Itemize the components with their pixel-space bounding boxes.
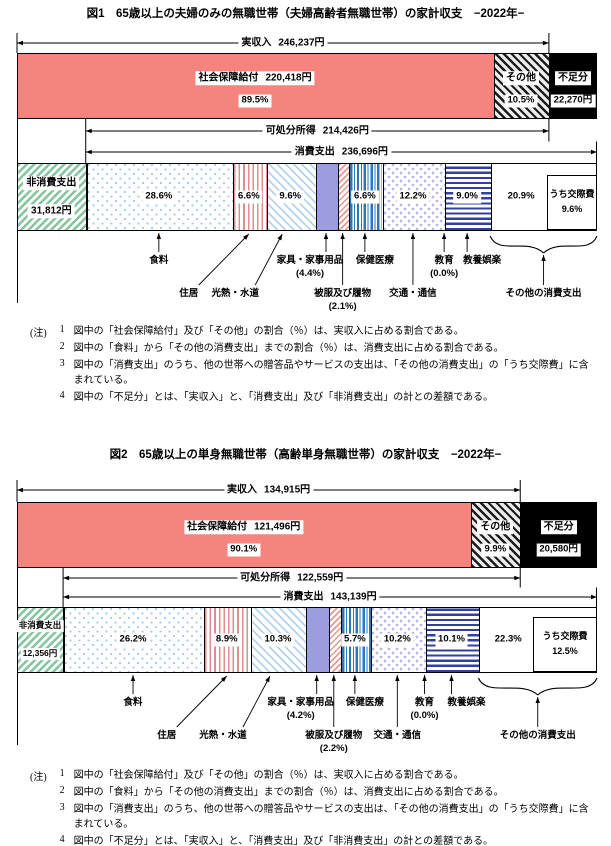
callout-other-consumption: その他の消費支出 (499, 730, 576, 741)
callout-medical: 保健医療 (345, 697, 384, 708)
segment-pct-housing: 6.6% (234, 190, 263, 204)
callout-clothing: 被服及び履物(2.1%) (314, 288, 372, 312)
callout-culture: 教養娯楽 (463, 255, 502, 266)
shortfall-value: 20,580円 (536, 543, 581, 557)
other-income-pct: 10.5% (504, 94, 538, 108)
segment-pct-culture: 9.0% (453, 190, 481, 204)
entertainment-expense-box: うち交際費 12.5% (533, 617, 597, 672)
callout-housing: 住居 (179, 288, 199, 299)
segment-clothing (328, 608, 341, 672)
callout-culture: 教養娯楽 (447, 697, 486, 708)
segment-pct-housing: 8.9% (212, 633, 241, 647)
shortfall-label: 不足分 (540, 520, 577, 534)
social-security-zone (18, 503, 472, 567)
segment-pct-utilities: 9.6% (276, 190, 305, 204)
non-consumption-zone (18, 608, 65, 672)
income-composition-bar (17, 53, 597, 119)
segment-pct-medical: 6.6% (351, 190, 379, 204)
segment-pct-medical: 5.7% (341, 633, 369, 647)
callout-utilities: 光熱・水道 (211, 288, 259, 299)
non-consumption-zone (18, 164, 87, 230)
other-income-label: その他 (502, 71, 539, 85)
callout-furniture: 家具・家事用品(4.4%) (276, 255, 344, 279)
brace-other-consumption (477, 677, 598, 696)
shortfall-zone (521, 503, 596, 567)
segment-pct-utilities: 10.3% (261, 633, 295, 647)
callout-furniture: 家具・家事用品(4.2%) (267, 697, 334, 721)
social-security-pct: 89.5% (238, 94, 272, 108)
figure-1: 図1 65歳以上の夫婦のみの無職世帯（夫婦高齢者無職世帯）の家計収支 −2022… (16, 8, 598, 407)
other-income-label: その他 (477, 520, 514, 534)
figure-2-title: 図2 65歳以上の単身無職世帯（高齢単身無職世帯）の家計収支 −2022年− (109, 449, 502, 461)
social-security-zone (18, 54, 495, 118)
other-income-pct: 9.9% (481, 543, 510, 557)
segment-pct-transport: 12.2% (396, 190, 430, 204)
shortfall-zone (549, 54, 596, 118)
segment-pct-transport: 10.2% (380, 633, 414, 647)
callout-utilities: 光熱・水道 (199, 730, 247, 741)
callout-transport: 交通・通信 (389, 288, 437, 299)
figure-2: 図2 65歳以上の単身無職世帯（高齢単身無職世帯）の家計収支 −2022年− 実… (0, 440, 611, 846)
segment-pct-food: 26.2% (116, 633, 150, 647)
callout-education: 教育(0.0%) (410, 697, 439, 721)
shortfall-label: 不足分 (554, 71, 591, 85)
non-consumption-value: 31,812円 (28, 204, 75, 218)
non-consumption-value: 12,356円 (20, 648, 60, 660)
expenditure-bar: うち交際費 9.6% (17, 163, 597, 231)
segment-clothing (338, 164, 349, 230)
non-consumption-label: 非消費支出 (23, 176, 80, 190)
income-composition-bar (17, 502, 597, 568)
segment-pct-other-consumption: 20.9% (504, 190, 538, 204)
callout-food: 食料 (149, 255, 169, 266)
shortfall-value: 22,270円 (550, 94, 596, 108)
segment-pct-other-consumption: 22.3% (491, 633, 525, 647)
callout-food: 食料 (123, 697, 143, 708)
non-consumption-label: 非消費支出 (16, 620, 64, 632)
figure-1-title: 図1 65歳以上の夫婦のみの無職世帯（夫婦高齢者無職世帯）の家計収支 −2022… (86, 8, 525, 20)
callout-other-consumption: その他の消費支出 (505, 288, 582, 299)
segment-furniture (306, 608, 329, 672)
other-income-zone (494, 54, 550, 118)
segment-pct-culture: 10.1% (435, 633, 468, 647)
callout-housing: 住居 (157, 730, 177, 741)
callout-transport: 交通・通信 (373, 730, 422, 741)
brace-other-consumption (489, 235, 598, 254)
callout-clothing: 被服及び履物(2.2%) (305, 730, 363, 754)
other-income-zone (471, 503, 522, 567)
social-security-pct: 90.1% (227, 543, 261, 557)
segment-pct-food: 28.6% (142, 190, 176, 204)
callout-education: 教育(0.0%) (430, 255, 459, 279)
entertainment-expense-box: うち交際費 9.6% (547, 175, 597, 230)
segment-furniture (315, 164, 339, 230)
callout-medical: 保健医療 (355, 255, 394, 266)
